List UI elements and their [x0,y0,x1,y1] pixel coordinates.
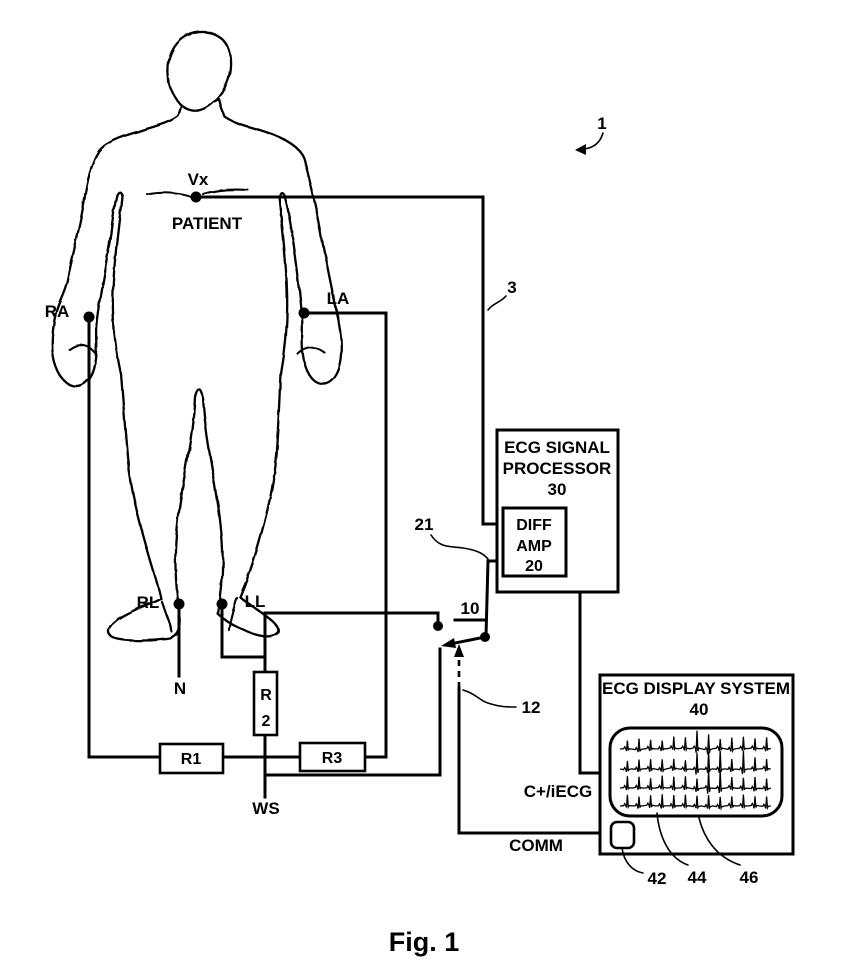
la-label: LA [327,289,350,308]
ref-46-label: 46 [740,868,759,887]
neutral-label: N [174,679,186,698]
ref-12-leader [462,689,517,708]
r3-label: R3 [322,750,343,767]
r1-label: R1 [181,751,202,768]
electrode-dots [83,191,310,610]
patient-body-outline [50,30,343,642]
chest-line-right [201,188,250,196]
figure-labels: Vx PATIENT RA LA RL LL N 1 3 21 10 12 C+… [45,114,759,957]
rl-label: RL [137,593,160,612]
ra-lead-wire [87,315,162,759]
body-torso-limbs [50,97,343,642]
switch-control-arrowhead [454,644,464,657]
ra-label: RA [45,302,70,321]
ecg-trace-row [619,794,771,811]
input-signal-label: C+/iECG [524,782,593,801]
switch-arm [448,635,487,646]
ws-to-switch-wire [263,647,442,777]
display-ref-number: 40 [690,700,709,719]
comm-label: COMM [509,836,563,855]
ws-label: WS [252,799,279,818]
vx-label: Vx [188,170,209,189]
resistor-r3-box [298,741,367,773]
right-ankle-line [227,596,239,632]
system-ref-arrowhead [575,144,586,155]
lead-selector-switch [433,618,490,648]
left-thumb-line [68,344,97,355]
ll-node-to-switch-wire [263,611,440,674]
reference-leaders [430,132,741,874]
switch-contact-dot [433,621,443,631]
left-ankle-line [160,600,174,634]
right-thumb-line [296,346,326,356]
ref-3-label: 3 [507,278,516,297]
chest-line-left [145,191,192,198]
rl-electrode-dot [173,598,185,610]
ref-44-leader [656,812,689,866]
comm-port-box [609,820,636,850]
ecg-trace-row [619,750,771,775]
system-ref-arrow-curve [583,132,604,150]
processor-title-line2: PROCESSOR [503,459,612,478]
figure-caption: Fig. 1 [389,927,460,957]
ra-electrode-dot [83,311,95,323]
la-electrode-dot [298,307,310,319]
diff-amp-label-line2: AMP [516,538,552,555]
ref-3-leader [487,295,507,311]
ref-10-label: 10 [461,599,480,618]
ll-electrode-dot [216,598,228,610]
ref-12-label: 12 [522,698,541,717]
ecg-signal-processor: ECG SIGNAL PROCESSOR 30 DIFF AMP 20 [495,428,620,594]
patient-label: PATIENT [172,214,243,233]
ref-42-label: 42 [648,869,667,888]
diff-amp-ref-number: 20 [525,558,543,575]
resistor-r2-box [252,670,279,737]
diff-amp-box [501,506,568,578]
ecg-waveform-traces [619,730,771,811]
lead-wires [87,195,613,835]
ref-1-label: 1 [597,114,606,133]
display-title: ECG DISPLAY SYSTEM [602,679,790,698]
resistor-network: R1 R 2 R3 WS [158,670,367,818]
ref-21-label: 21 [415,515,434,534]
diff-amp-label-line1: DIFF [516,517,552,534]
ref-44-label: 44 [688,868,707,887]
r2-label-bottom: 2 [262,713,271,730]
ref-46-leader [698,817,741,866]
ref-21-leader [430,534,489,560]
la-lead-wire [302,311,388,759]
body-head [166,30,232,112]
ecg-trace-row [619,730,771,755]
ll-lead-wire [220,602,267,659]
vx-lead-wire [194,195,505,526]
switch-arm-arrowhead [441,638,456,648]
ll-label: LL [245,592,266,611]
comm-wire [457,686,613,835]
r2-label-top: R [260,687,272,704]
processor-title-line1: ECG SIGNAL [504,438,610,457]
vx-electrode-dot [190,191,202,203]
ref-42-leader [621,847,644,874]
processor-ref-number: 30 [548,480,567,499]
ecg-display-system: ECG DISPLAY SYSTEM 40 [598,673,795,856]
ecg-trace-row [619,769,771,794]
resistor-r1-box [158,742,225,775]
